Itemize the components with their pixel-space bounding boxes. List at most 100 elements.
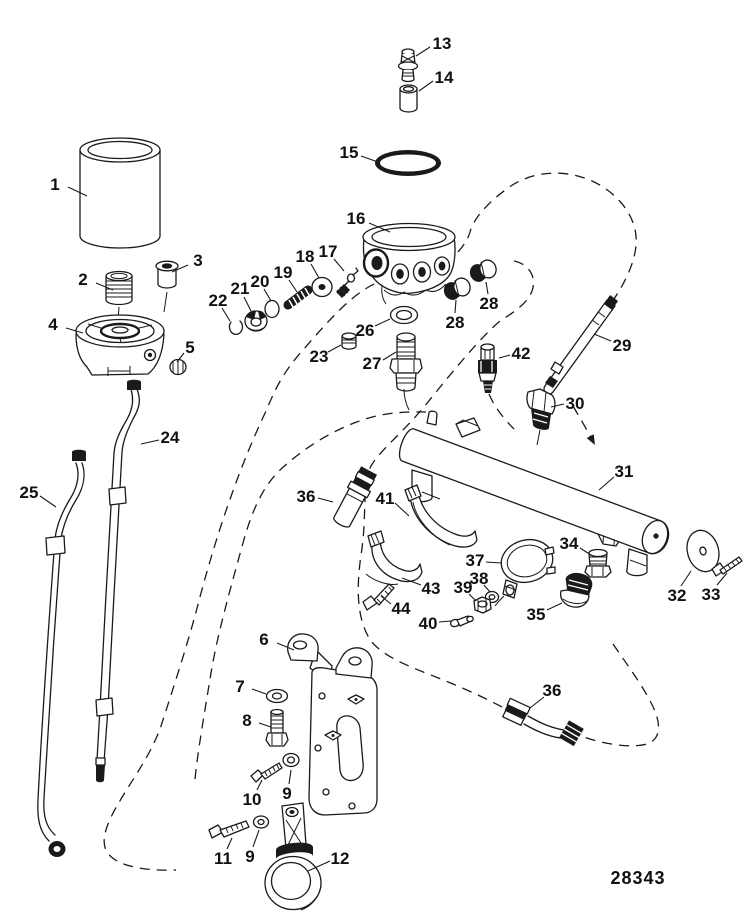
callout-label-32: 32 [668, 586, 687, 605]
callout-leader-38 [483, 584, 491, 593]
part-34-fitting [584, 548, 612, 578]
part-40-clip [449, 615, 474, 628]
callout-label-44: 44 [392, 599, 411, 618]
part-8-bolt [265, 708, 289, 747]
part-44-bolt [362, 583, 395, 611]
callout-label-21: 21 [231, 279, 250, 298]
callout-leader-20 [263, 288, 272, 302]
part-20-o-ring [264, 299, 280, 319]
callout-label-29: 29 [613, 336, 632, 355]
part-16-filter-head [362, 222, 456, 305]
callout-leader-39 [468, 593, 477, 602]
part-17-valve-stem [336, 267, 359, 298]
callout-label-24: 24 [161, 428, 180, 447]
callout-label-33: 33 [702, 585, 721, 604]
part-19-spring [283, 285, 313, 310]
part-26-seal-ring [389, 305, 419, 325]
callout-label-28: 28 [446, 313, 465, 332]
callout-leader-16 [368, 222, 391, 233]
callout-label-22: 22 [209, 291, 228, 310]
part-27-connector [389, 332, 423, 411]
part-9-washer-lower [252, 815, 270, 829]
callout-leader-36 [317, 497, 334, 503]
part-36-fitting-left [333, 466, 378, 528]
callout-leader-43 [401, 577, 422, 586]
part-42-sensor [478, 343, 497, 393]
part-12-clamp [264, 802, 322, 911]
callout-label-40: 40 [419, 614, 438, 633]
part-43-saddle-clamp-lower [365, 530, 423, 585]
callout-label-19: 19 [274, 263, 293, 282]
part-25-fuel-tube [37, 449, 86, 857]
callout-leader-2 [95, 282, 114, 291]
callout-leader-5 [176, 352, 185, 363]
callout-leader-33 [716, 572, 728, 586]
callout-label-43: 43 [422, 579, 441, 598]
part-14-sleeve [399, 84, 418, 113]
callout-leader-41 [394, 502, 410, 517]
callout-label-13: 13 [433, 34, 452, 53]
callout-label-11: 11 [214, 849, 232, 868]
route-sensor-line [488, 393, 515, 430]
callout-label-30: 30 [566, 394, 585, 413]
callout-label-9: 9 [245, 847, 254, 866]
part-31-fuel-rail [398, 410, 670, 577]
callout-label-25: 25 [20, 483, 39, 502]
callout-label-2: 2 [78, 270, 87, 289]
part-33-screw [711, 556, 743, 577]
callout-label-10: 10 [243, 790, 262, 809]
callout-label-5: 5 [185, 338, 194, 357]
part-37-regulator [494, 538, 556, 607]
callout-leader-36 [529, 696, 545, 709]
callout-leader-27 [382, 351, 397, 361]
callout-label-36: 36 [297, 487, 316, 506]
part-30-elbow-connector [526, 388, 556, 446]
callout-label-38: 38 [470, 569, 489, 588]
callout-label-9: 9 [282, 784, 291, 803]
callout-label-28: 28 [480, 294, 499, 313]
callout-label-14: 14 [435, 68, 454, 87]
callout-label-23: 23 [310, 347, 329, 366]
part-22-retaining-ring [228, 320, 244, 335]
callout-label-27: 27 [363, 354, 382, 373]
callout-label-6: 6 [259, 630, 268, 649]
callout-leader-26 [374, 318, 391, 327]
callout-label-12: 12 [331, 849, 350, 868]
callout-leader-37 [485, 561, 502, 564]
part-11-bolt [208, 820, 250, 839]
callout-label-16: 16 [347, 209, 366, 228]
part-3-bushing [155, 260, 179, 313]
callout-leader-28 [454, 299, 457, 314]
part-41-saddle-clamp-upper [404, 484, 478, 548]
callout-leader-22 [221, 307, 231, 322]
callout-leader-25 [39, 495, 57, 508]
callout-leader-8 [258, 722, 272, 728]
callout-label-7: 7 [235, 677, 244, 696]
part-23-plug [341, 332, 357, 350]
part-2-threaded-insert [105, 270, 133, 322]
part-7-washer [265, 688, 289, 704]
callout-leader-19 [288, 279, 298, 293]
callout-leader-1 [67, 186, 88, 197]
callout-leader-35 [546, 602, 563, 611]
callout-label-42: 42 [512, 344, 531, 363]
callout-leader-12 [307, 860, 331, 872]
part-21-check-valve [244, 310, 268, 332]
part-29-tube [543, 295, 618, 395]
callout-leader-7 [251, 688, 267, 695]
route-to-rail [194, 411, 427, 780]
callout-label-36: 36 [543, 681, 562, 700]
callout-label-3: 3 [193, 251, 202, 270]
callout-leader-17 [333, 258, 345, 272]
part-35-elbow-fitting [559, 572, 593, 608]
callout-leader-42 [498, 354, 511, 359]
callout-label-41: 41 [376, 489, 395, 508]
part-39-nut [473, 596, 492, 614]
callout-leader-29 [593, 333, 612, 342]
callout-label-20: 20 [251, 272, 270, 291]
callout-leader-9 [252, 829, 260, 848]
callout-leader-3 [171, 264, 189, 273]
callout-leader-4 [65, 327, 84, 334]
